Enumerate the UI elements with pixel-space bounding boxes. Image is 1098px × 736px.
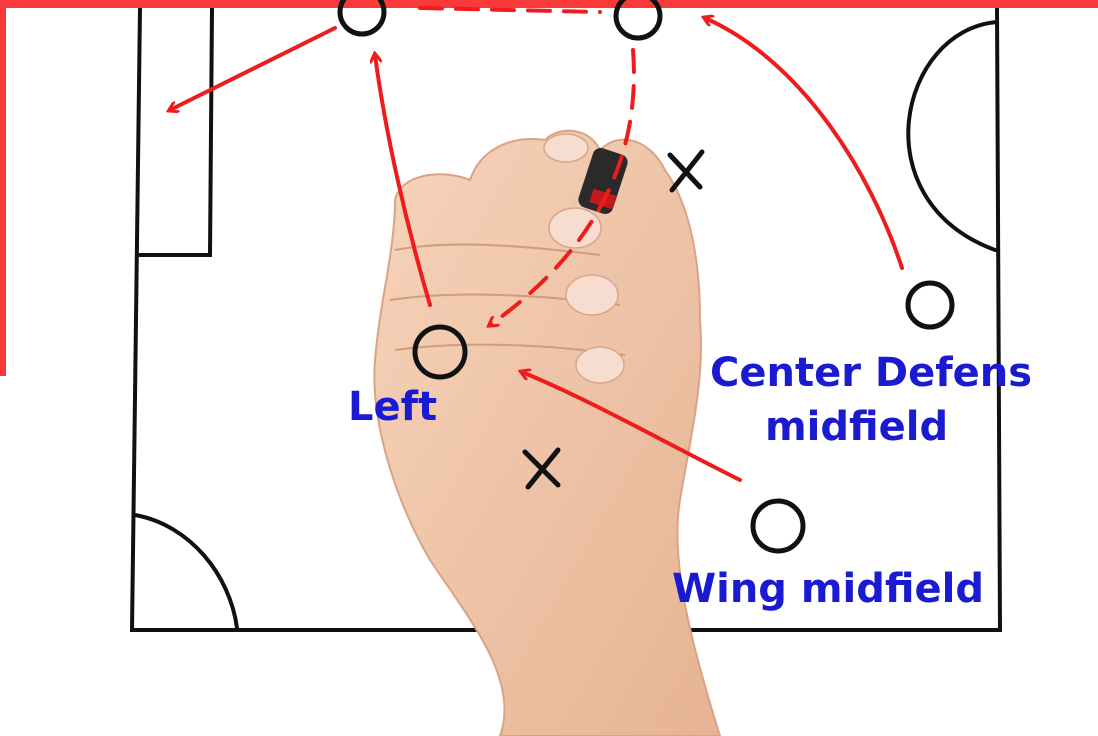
thumbnail [544, 134, 588, 162]
label-wing: Wing midfield [672, 566, 984, 612]
fingernail-2 [566, 275, 618, 315]
hand-shape [374, 131, 720, 736]
fingernail-1 [549, 208, 601, 248]
red-frame-top [0, 0, 1098, 8]
arrow-top-dashed [420, 8, 600, 12]
arrow-pass-to-goal [170, 28, 335, 110]
corner-arc [135, 515, 237, 628]
fingernail-3 [576, 347, 624, 383]
label-center-line1: Center Defens [710, 350, 1032, 396]
hand-illustration [374, 131, 720, 736]
arrow-right-up [705, 18, 902, 268]
player-wing [753, 501, 803, 551]
penalty-box-left [140, 8, 212, 255]
red-frame-left [0, 0, 6, 376]
opponent-x-1 [670, 152, 702, 190]
player-center-defens [908, 283, 952, 327]
label-center-line2: midfield [765, 404, 948, 450]
center-circle-arc [908, 22, 997, 250]
label-left: Left [348, 384, 437, 430]
